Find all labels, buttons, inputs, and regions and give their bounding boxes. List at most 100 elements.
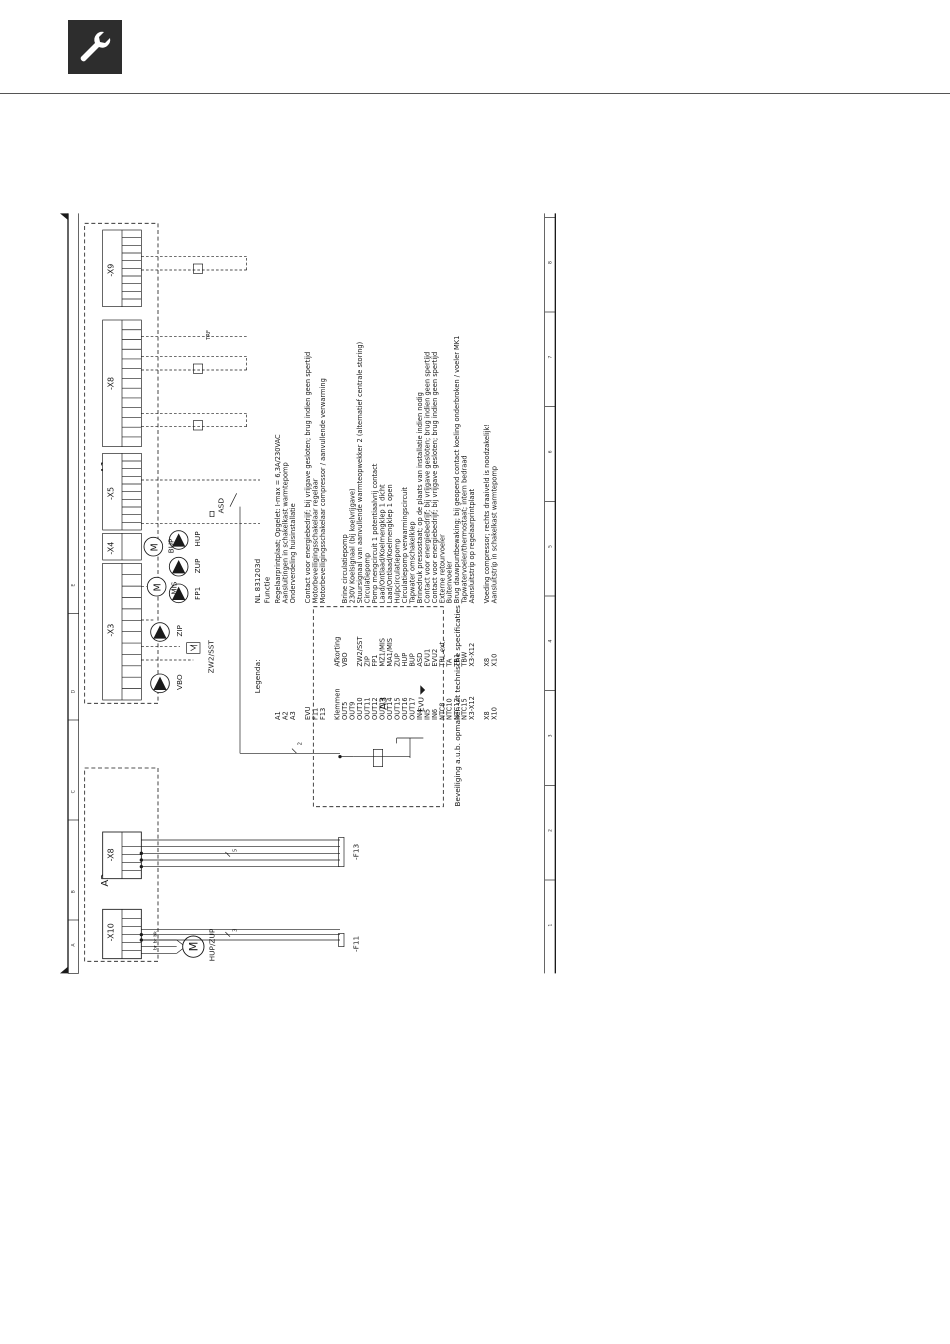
legend-key: OUT10 bbox=[356, 697, 364, 720]
legend-description: Voeding compressor; rechts draaiveld is … bbox=[483, 424, 491, 603]
legend-key: Klemmen bbox=[334, 688, 342, 720]
header-divider bbox=[0, 93, 950, 94]
bup-valve-motor: M BUP bbox=[143, 536, 175, 557]
frame-column-label: E bbox=[71, 584, 77, 587]
legend-key: OUT5 bbox=[341, 702, 349, 720]
evu-label: EVU bbox=[416, 697, 425, 712]
legend-description: Tapwater omschakelklep bbox=[408, 521, 416, 604]
a1-x3-label: -X3 bbox=[106, 624, 115, 637]
legend-key: A2 bbox=[281, 711, 289, 720]
legend-description: Tapwatervoeler/thermostaat; intern bedra… bbox=[461, 455, 469, 604]
legend: Legenda: NL 831203d Functie A1Regelaarpr… bbox=[253, 336, 499, 720]
sensor-1 bbox=[193, 420, 203, 431]
trf-label: TRF bbox=[206, 330, 212, 341]
hup-zup-motor: M br br bk HUP/ZUP bbox=[141, 928, 217, 961]
zwz-sst-signal: ZW2/SST bbox=[186, 640, 215, 673]
vbo-pump: VBO bbox=[150, 673, 184, 694]
frame-row-label: 5 bbox=[547, 545, 553, 548]
legend-abbrev: BUP bbox=[408, 653, 416, 666]
legend-description: Aansluitstrip op regelaarprintplaat bbox=[468, 488, 476, 603]
legend-description: Motorbeveiligingsschakelaar compressor /… bbox=[319, 378, 327, 603]
legend-abbrev: Afkorting bbox=[334, 637, 342, 667]
fp1-label: FP1 bbox=[193, 587, 202, 600]
legend-abbrev: TA bbox=[446, 658, 454, 668]
x8-a2-grid bbox=[121, 832, 142, 879]
frame-row-label: 1 bbox=[547, 924, 553, 927]
legend-description: 230V Koelsignaal (bij koelvrijgave) bbox=[349, 488, 357, 603]
frame-row-label: 2 bbox=[547, 829, 553, 832]
legend-description: Regelaarprintplaat; Opgelet: I-max = 6,3… bbox=[274, 434, 282, 603]
legend-description: Aansluitingen in schakelkast warmtepomp bbox=[281, 462, 289, 603]
legend-abbrev: ZIP bbox=[364, 656, 372, 667]
legend-key: X10 bbox=[491, 707, 499, 720]
zip-label: ZIP bbox=[175, 624, 184, 636]
frame-column-label: C bbox=[71, 790, 77, 793]
module-A2-box bbox=[84, 767, 159, 962]
svg-text:M: M bbox=[186, 942, 200, 952]
module-A2-label: A2 bbox=[100, 873, 111, 886]
legend-abbrev: ZUP bbox=[393, 653, 401, 666]
zup-label: ZUP bbox=[193, 558, 202, 573]
legend-key: NTC8 bbox=[438, 702, 446, 720]
legend-abbrev: TBW bbox=[461, 651, 469, 667]
legend-key: OUT15 bbox=[393, 697, 401, 720]
legend-description: Contact voor energiebedrijf; bij vrijgav… bbox=[304, 352, 312, 604]
legend-description: Brug dauwpuntbewaking; bij geopend conta… bbox=[453, 336, 461, 604]
legend-description: Brinedruk pressostaat; op de plaats van … bbox=[416, 392, 424, 603]
bup-label: BUP bbox=[166, 538, 175, 553]
legend-abbrev: X10 bbox=[491, 654, 499, 667]
evu-relay bbox=[239, 506, 426, 767]
phase-mark-2: br bbox=[153, 938, 159, 943]
legend-description: Circulatiepomp bbox=[364, 553, 372, 603]
a1-x5-label: -X5 bbox=[106, 487, 115, 500]
legend-abbrev: EVU2 bbox=[431, 649, 439, 667]
legend-description: Onderverdeling huisinstallatie bbox=[289, 503, 297, 603]
wrench-icon bbox=[68, 20, 122, 74]
legend-description: Stuursignaal van aanvullende warmteopwek… bbox=[356, 341, 364, 603]
legend-description: Brine circulatiepomp bbox=[341, 534, 349, 603]
legend-function-label: Functie bbox=[262, 576, 271, 603]
hup-label: HUP bbox=[193, 531, 202, 547]
frame-row-label: 7 bbox=[547, 356, 553, 359]
legend-abbrev: VBO bbox=[341, 652, 349, 666]
frame-row-label: 3 bbox=[547, 734, 553, 737]
fuse-F13-label: -F13 bbox=[352, 843, 361, 860]
legend-abbrev: ASD bbox=[416, 653, 424, 667]
legend-key: A1 bbox=[274, 711, 282, 720]
legend-key: OUT16 bbox=[401, 697, 409, 720]
frame-column-label: A bbox=[71, 943, 77, 947]
legend-description: Pomp mengcircuit 1 potentiaalvrij contac… bbox=[371, 463, 379, 603]
phase-mark-1: br bbox=[153, 945, 159, 950]
legend-ref: NL 831203d bbox=[253, 559, 262, 604]
x10-grid bbox=[121, 909, 142, 959]
legend-description: Laad/Ontlaad/Koelmengklep 1 dicht bbox=[379, 484, 387, 603]
legend-key: OUT13 bbox=[379, 697, 387, 720]
sensor-2 bbox=[193, 363, 203, 374]
zup-pump: ZUP bbox=[168, 556, 202, 577]
hup-zup-label: HUP/ZUP bbox=[208, 928, 217, 961]
legend-description: Contact voor energiebedrijf; bij vrijgav… bbox=[431, 352, 439, 604]
legend-description: Motorbeveiligingsschakelaar regelaar bbox=[311, 478, 319, 603]
legend-abbrev: X8 bbox=[483, 658, 491, 667]
legend-description: Contact voor energiebedrijf; bij vrijgav… bbox=[423, 352, 431, 604]
a1-x9-label: -X9 bbox=[106, 264, 115, 277]
legend-abbrev: MA1/MIS bbox=[386, 638, 394, 667]
legend-abbrev: ZW2/SST bbox=[356, 636, 364, 667]
legend-key: OUT12 bbox=[371, 697, 379, 720]
a1-x4-label: -X4 bbox=[106, 542, 115, 555]
fp1-pump: FP1 bbox=[168, 583, 202, 604]
legend-abbrev: X3-X12 bbox=[468, 643, 476, 667]
legend-key: IN4 bbox=[416, 709, 424, 720]
asd-label: ASD bbox=[216, 498, 225, 514]
frame-row-label: 8 bbox=[547, 261, 553, 264]
legend-key: F13 bbox=[319, 708, 327, 720]
legend-key: OUT17 bbox=[408, 697, 416, 720]
legend-abbrev: TB1 bbox=[453, 654, 461, 668]
module-A3-note: Beveiliging a.u.b. opmaken uit technisch… bbox=[453, 605, 462, 807]
legend-description: Circulatiepomp verwarmingscircuit bbox=[401, 487, 409, 604]
wire-count-5: 5 bbox=[233, 849, 239, 852]
legend-description: Externe retourvoeler bbox=[438, 534, 446, 603]
legend-description: Laad/Ontlaad/Koelmengklep 1 open bbox=[386, 484, 394, 603]
module-A1-box bbox=[84, 222, 159, 704]
